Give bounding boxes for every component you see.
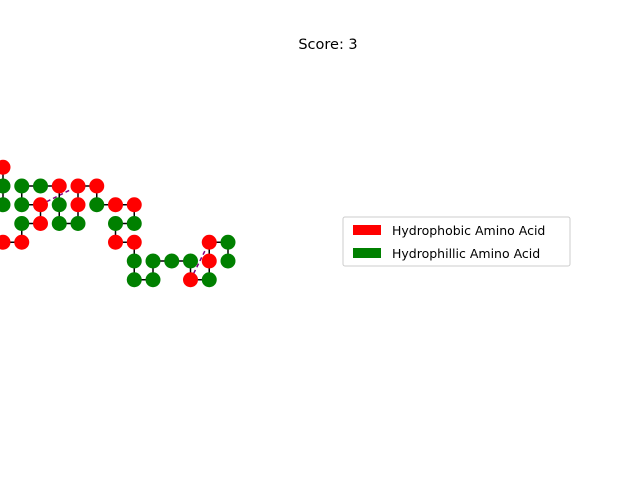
residue-hydrophilic [14,178,30,194]
residue-hydrophobic [201,234,217,250]
residue-hydrophilic [220,234,236,250]
residue-hydrophilic [126,216,142,231]
legend-swatch-hydrophilic [353,248,381,258]
residue-hydrophobic [0,234,11,250]
residue-hydrophobic [0,159,11,175]
residue-hydrophobic [51,178,67,194]
residue-hydrophilic [164,253,180,269]
residue-hydrophobic [126,234,142,250]
residue-hydrophilic [108,216,123,231]
residue-hydrophobic [14,234,30,250]
residue-hydrophilic [89,197,105,213]
score-title: Score: 3 [298,37,357,53]
residue-hydrophilic [51,197,67,213]
residue-hydrophilic [145,272,161,288]
residue-hydrophobic [33,197,48,213]
residue-hydrophilic [145,253,161,269]
residue-hydrophilic [33,178,48,194]
residue-hydrophobic [70,178,86,194]
legend-label-hydrophobic: Hydrophobic Amino Acid [392,223,545,238]
residue-hydrophobic [108,197,123,213]
residue-hydrophilic [183,253,198,269]
residue-hydrophobic [70,197,86,213]
residue-hydrophobic [89,178,105,194]
residue-hydrophilic [51,216,67,231]
residue-hydrophobic [33,216,48,231]
residue-hydrophilic [201,272,217,288]
legend: Hydrophobic Amino Acid Hydrophillic Amin… [342,216,571,267]
contact-lines [40,185,210,281]
residue-hydrophilic [126,272,142,288]
legend-box [342,216,571,267]
residue-markers [0,159,236,288]
residue-hydrophilic [0,178,11,194]
residue-hydrophilic [126,253,142,269]
legend-swatch-hydrophobic [353,225,381,235]
residue-hydrophobic [183,272,198,288]
residue-hydrophilic [14,197,30,213]
residue-hydrophilic [0,197,11,213]
residue-hydrophilic [220,253,236,269]
residue-hydrophobic [108,234,123,250]
legend-label-hydrophilic: Hydrophillic Amino Acid [392,246,540,261]
residue-hydrophilic [70,216,86,231]
residue-hydrophobic [201,253,217,269]
residue-hydrophilic [14,216,30,231]
residue-hydrophobic [126,197,142,213]
